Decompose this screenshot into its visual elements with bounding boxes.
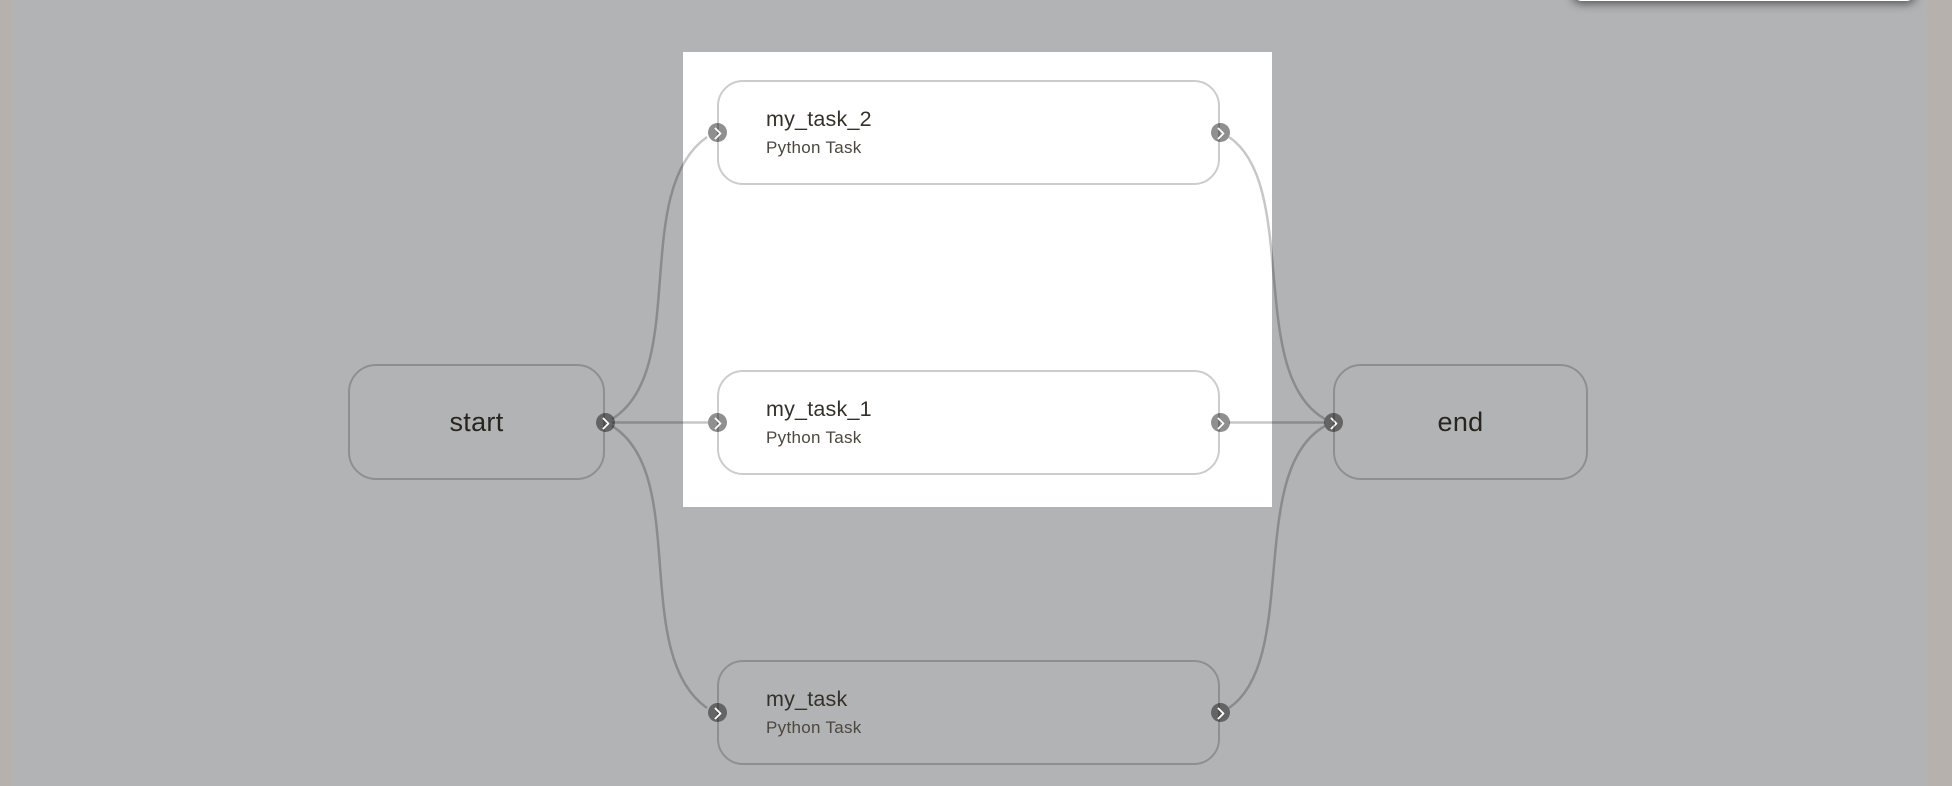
node-start-label: start <box>449 406 504 437</box>
task-title: my_task_1 <box>766 397 872 422</box>
canvas-right-margin <box>1927 0 1952 786</box>
edge-my_task-to-end[interactable] <box>1228 424 1326 710</box>
task-subtitle: Python Task <box>766 138 862 158</box>
offscreen-toolbar-shadow <box>1572 0 1916 1</box>
chevron-right-icon <box>1212 127 1225 140</box>
task-title: my_task_2 <box>766 107 872 132</box>
chevron-right-icon <box>597 417 610 430</box>
edge-my_task_2-to-end[interactable] <box>1228 135 1326 421</box>
port-output-start[interactable] <box>595 413 615 432</box>
chevron-right-icon <box>709 417 722 430</box>
port-output-my_task_2[interactable] <box>1210 123 1230 142</box>
task-title: my_task <box>766 687 848 712</box>
port-output-my_task[interactable] <box>1210 703 1230 722</box>
edge-start-to-my_task_2[interactable] <box>611 135 708 421</box>
canvas-left-margin <box>0 0 13 786</box>
task-subtitle: Python Task <box>766 718 862 738</box>
node-end[interactable]: end <box>1333 364 1588 480</box>
port-input-my_task[interactable] <box>707 703 727 722</box>
edge-start-to-my_task[interactable] <box>611 424 708 710</box>
chevron-right-icon <box>709 127 722 140</box>
port-input-my_task_2[interactable] <box>707 123 727 142</box>
chevron-right-icon <box>709 707 722 720</box>
chevron-right-icon <box>1212 417 1225 430</box>
node-start[interactable]: start <box>348 364 605 480</box>
selection-highlight-region <box>683 52 1272 507</box>
chevron-right-icon <box>1212 707 1225 720</box>
node-my_task_1[interactable]: my_task_1 Python Task <box>717 370 1220 475</box>
node-my_task_2[interactable]: my_task_2 Python Task <box>717 80 1220 185</box>
port-input-end[interactable] <box>1323 413 1343 432</box>
node-my_task[interactable]: my_task Python Task <box>717 660 1220 765</box>
node-end-label: end <box>1437 406 1484 437</box>
port-input-my_task_1[interactable] <box>707 413 727 432</box>
task-subtitle: Python Task <box>766 428 862 448</box>
port-output-my_task_1[interactable] <box>1210 413 1230 432</box>
